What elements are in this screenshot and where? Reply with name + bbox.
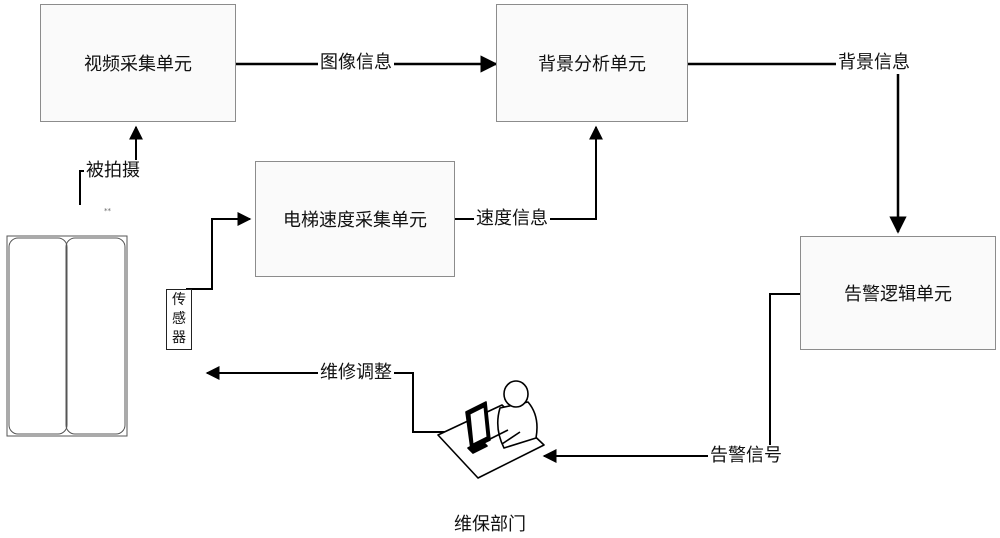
- alarm-logic-unit: 告警逻辑单元: [800, 236, 996, 350]
- label-alarm-signal: 告警信号: [708, 445, 784, 467]
- maintenance-worker-icon: [437, 380, 545, 479]
- maintenance-department-label: 维保部门: [454, 514, 526, 535]
- label-image-info: 图像信息: [318, 52, 394, 74]
- elevator-icon: **: [6, 207, 128, 437]
- label-background-info: 背景信息: [836, 52, 912, 74]
- label-speed-info: 速度信息: [474, 208, 550, 230]
- arrow-sensor-to-speed: [186, 212, 252, 290]
- arrow-alarm-to-maintenance: [542, 293, 800, 463]
- sensor-char-3: 器: [172, 330, 186, 346]
- label-repair-adjust: 维修调整: [318, 362, 394, 384]
- sensor-char-1: 传: [172, 292, 186, 308]
- video-capture-unit: 视频采集单元: [40, 4, 236, 122]
- arrow-background-to-alarm: [688, 62, 907, 234]
- sensor-char-2: 感: [172, 311, 186, 327]
- arrow-speed-to-background: [455, 125, 603, 220]
- label-captured: 被拍摄: [84, 160, 142, 182]
- arrow-maintenance-to-elevator: [205, 366, 456, 433]
- sensor-box: 传 感 器: [166, 289, 192, 350]
- elevator-speed-unit: 电梯速度采集单元: [255, 161, 455, 277]
- svg-text:**: **: [104, 207, 112, 215]
- background-analysis-unit: 背景分析单元: [496, 4, 688, 122]
